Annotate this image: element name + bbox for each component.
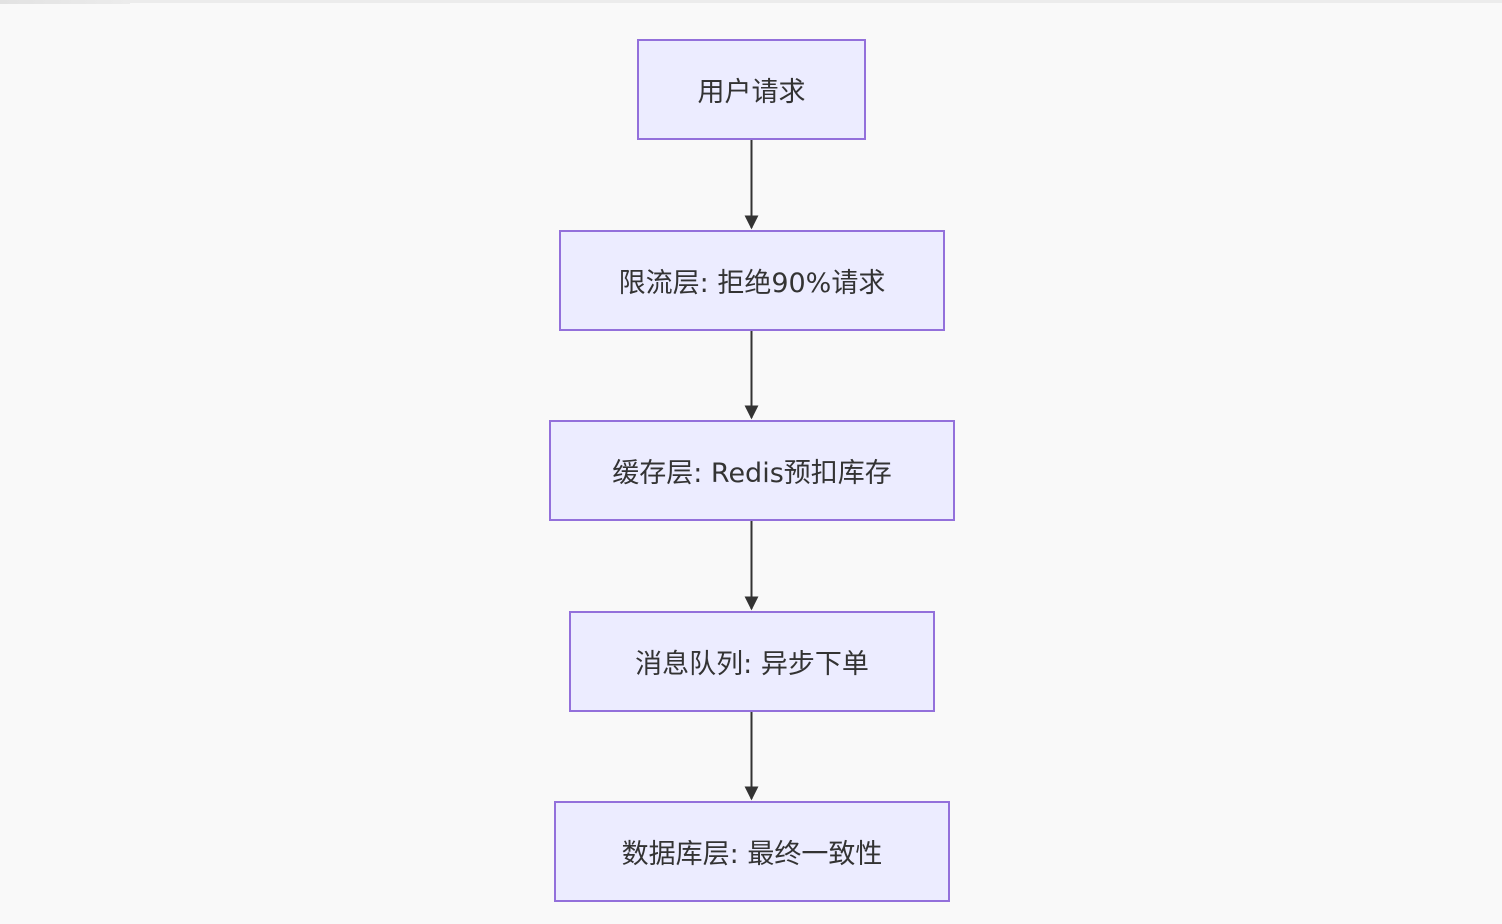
node-label: 数据库层: 最终一致性 [621, 839, 883, 870]
node-label: 消息队列: 异步下单 [635, 649, 869, 680]
top-bar [0, 0, 1502, 3]
node-rate-limit-layer: 限流层: 拒绝90%请求 [559, 230, 945, 331]
node-database-layer: 数据库层: 最终一致性 [554, 801, 950, 902]
node-label: 限流层: 拒绝90%请求 [618, 268, 886, 299]
node-user-request: 用户请求 [637, 39, 866, 140]
node-label: 用户请求 [697, 77, 806, 108]
top-bar-shadow [0, 0, 130, 4]
node-cache-layer: 缓存层: Redis预扣库存 [549, 420, 955, 521]
node-label: 缓存层: Redis预扣库存 [612, 458, 892, 489]
node-message-queue: 消息队列: 异步下单 [569, 611, 935, 712]
